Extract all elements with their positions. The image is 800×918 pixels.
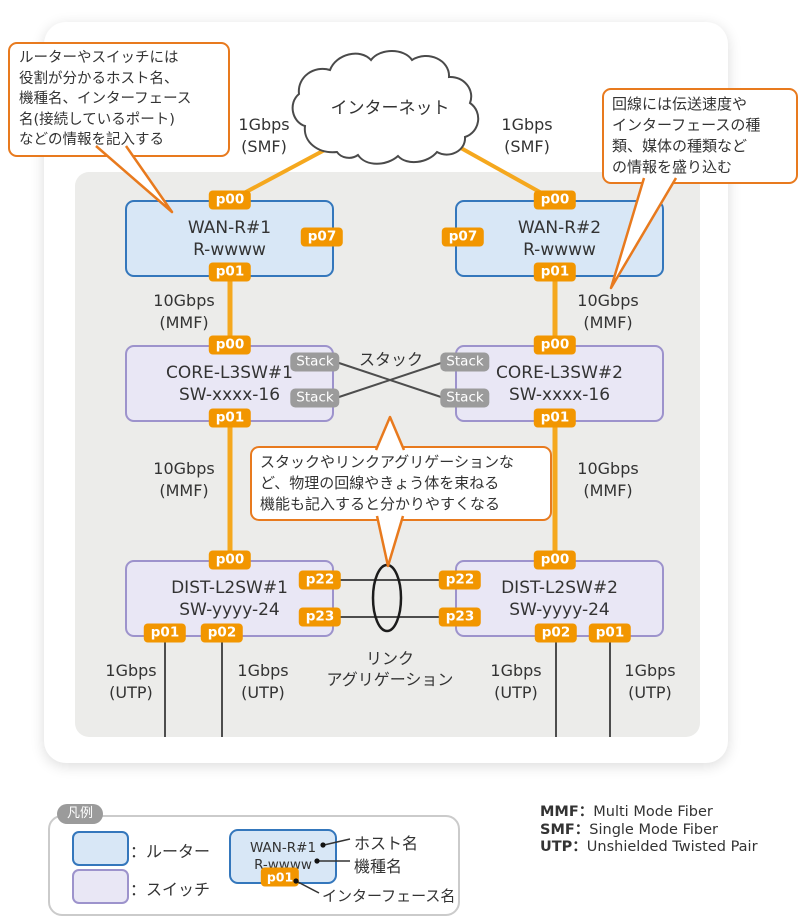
legend-iface-pointer-label: インターフェース名 xyxy=(322,887,456,905)
dist1-port-top: p00 xyxy=(208,550,252,570)
speed-smf-right: 1Gbps(SMF) xyxy=(501,115,553,156)
legend-router-label: ：ルーター xyxy=(130,842,211,861)
model-name: SW-xxxx-16 xyxy=(178,384,281,405)
host-name: DIST-L2SW#2 xyxy=(501,577,618,598)
speed-smf-left: 1Gbps(SMF) xyxy=(238,115,290,156)
core2-stack-tag-1: Stack xyxy=(440,352,490,372)
speed-mmf-left-1: 10Gbps(MMF) xyxy=(153,291,215,332)
core2-port-bottom: p01 xyxy=(533,408,577,428)
legend-switch-swatch xyxy=(72,869,129,904)
host-name: CORE-L3SW#1 xyxy=(166,362,293,383)
model-name: SW-yyyy-24 xyxy=(509,599,610,620)
internet-label: インターネット xyxy=(330,98,450,119)
host-name: CORE-L3SW#2 xyxy=(496,362,623,383)
callout-device-info: ルーターやスイッチには 役割が分かるホスト名、 機種名、インターフェース 名(接… xyxy=(8,42,230,157)
model-name: SW-xxxx-16 xyxy=(508,384,611,405)
link-agg-note: リンク アグリゲーション xyxy=(326,649,454,689)
legend-title: 凡例 xyxy=(57,804,104,824)
core1-stack-tag-2: Stack xyxy=(290,388,340,408)
core2-port-top: p00 xyxy=(533,335,577,355)
speed-utp-1: 1Gbps(UTP) xyxy=(105,661,157,702)
dist2-port-p02: p02 xyxy=(534,623,578,643)
dist1-port-p02: p02 xyxy=(200,623,244,643)
example-host-name: WAN-R#1 xyxy=(249,839,317,856)
wan2-port-side: p07 xyxy=(441,227,485,247)
model-name: R-wwww xyxy=(193,239,266,260)
speed-mmf-right-1: 10Gbps(MMF) xyxy=(577,291,639,332)
wan2-port-top: p00 xyxy=(533,190,577,210)
speed-utp-2: 1Gbps(UTP) xyxy=(237,661,289,702)
wan1-port-top: p00 xyxy=(208,190,252,210)
dist1-port-p22: p22 xyxy=(298,570,342,590)
legend-host-pointer-label: ホスト名 xyxy=(354,834,419,853)
callout-line-info: 回線には伝送速度や インターフェースの種 類、媒体の種類など の情報を盛り込む xyxy=(602,88,798,184)
core1-port-top: p00 xyxy=(208,335,252,355)
abbreviation-row: UTP：Unshielded Twisted Pair xyxy=(540,839,758,855)
dist2-port-top: p00 xyxy=(533,550,577,570)
wan1-port-side: p07 xyxy=(300,227,344,247)
host-name: DIST-L2SW#1 xyxy=(171,577,288,598)
speed-utp-4: 1Gbps(UTP) xyxy=(624,661,676,702)
dist1-port-p23: p23 xyxy=(298,607,342,627)
legend-model-pointer-label: 機種名 xyxy=(354,857,403,876)
abbreviation-list: MMF：Multi Mode Fiber SMF：Single Mode Fib… xyxy=(540,804,758,857)
stack-note: スタック xyxy=(358,350,424,369)
host-name: WAN-R#2 xyxy=(517,217,602,238)
core1-stack-tag-1: Stack xyxy=(290,352,340,372)
callout-bundle-info: スタックやリンクアグリゲーションな ど、物理の回線やきょう体を束ねる 機能も記入… xyxy=(250,446,552,521)
speed-mmf-left-2: 10Gbps(MMF) xyxy=(153,459,215,500)
dist2-port-p01: p01 xyxy=(588,623,632,643)
legend-switch-label: ：スイッチ xyxy=(130,880,211,899)
host-name: WAN-R#1 xyxy=(187,217,272,238)
legend-router-swatch xyxy=(72,831,129,866)
wan2-port-bottom: p01 xyxy=(533,262,577,282)
legend-example-port: p01 xyxy=(260,867,300,887)
dist2-port-p23: p23 xyxy=(438,607,482,627)
dist1-port-p01: p01 xyxy=(143,623,187,643)
wan1-port-bottom: p01 xyxy=(208,262,252,282)
abbreviation-row: SMF：Single Mode Fiber xyxy=(540,821,718,838)
core1-port-bottom: p01 xyxy=(208,408,252,428)
model-name: SW-yyyy-24 xyxy=(179,599,280,620)
core2-stack-tag-2: Stack xyxy=(440,388,490,408)
speed-utp-3: 1Gbps(UTP) xyxy=(490,661,542,702)
dist2-port-p22: p22 xyxy=(438,570,482,590)
abbreviation-row: MMF：Multi Mode Fiber xyxy=(540,804,713,820)
device-core-l3sw2: CORE-L3SW#2 SW-xxxx-16 xyxy=(455,345,664,422)
speed-mmf-right-2: 10Gbps(MMF) xyxy=(577,459,639,500)
model-name: R-wwww xyxy=(523,239,596,260)
